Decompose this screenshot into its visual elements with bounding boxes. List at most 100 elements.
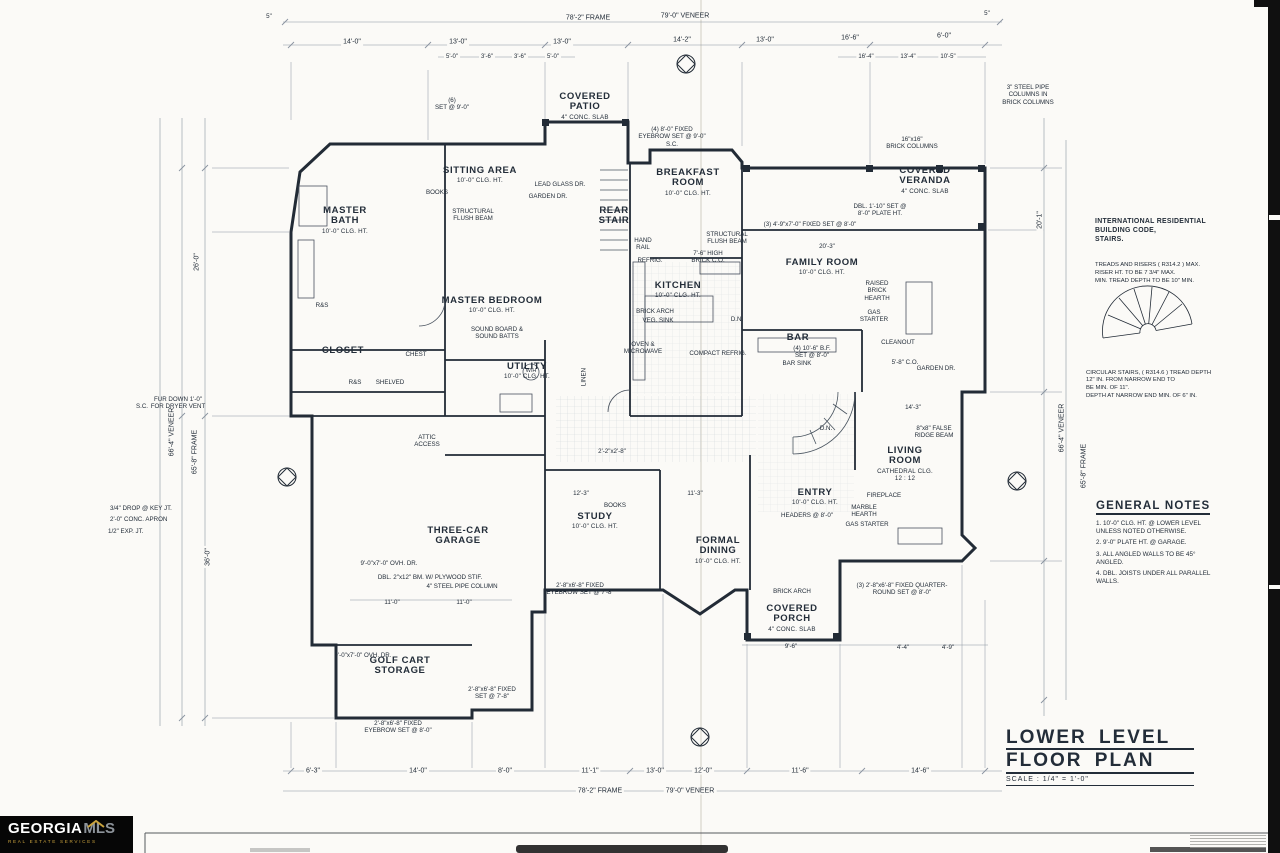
plan-annotation: 8"x8" FALSE RIDGE BEAM [914,425,954,440]
plan-annotation: (3) 4'-9"x7'-0" FIXED SET @ 8'-0" [763,221,857,228]
walls [289,120,987,720]
plan-annotation: 9'-6" [784,643,798,650]
dimension-label: 65'-8" FRAME [1080,441,1088,491]
room-sub: 4" CONC. SLAB [561,113,609,121]
plan-annotation: GARDEN DR. [528,193,568,200]
dimension-label: 66'-4" VENEER [1058,401,1066,455]
code-notes-circular-block: CIRCULAR STAIRS, ( R314.6 ) TREAD DEPTH … [1086,362,1212,408]
room-name: THREE-CAR GARAGE [427,525,489,547]
room-name: LIVING ROOM [887,445,923,467]
room-sub: 10'-0" CLG. HT. [655,292,701,300]
sheet-title-line1: LOWER LEVEL [1006,727,1194,751]
sheet-title-line2: FLOOR PLAN [1006,750,1194,774]
plan-annotation: 4'-9" [941,644,955,651]
dimension-label: 79'-0" VENEER [663,787,717,795]
plan-annotation: COMPACT REFRIG. [689,350,747,357]
plan-annotation: D.N. [819,425,833,432]
dimension-label: 66'-4" VENEER [168,405,176,459]
section-marker-icon [277,54,1027,747]
dimension-label: 5'-0" [444,54,460,60]
room-sub: 10'-0" CLG. HT. [504,373,550,381]
dimension-label: 14'-0" [341,38,363,46]
room-sub: 10'-0" CLG. HT. [469,307,515,315]
code-notes-circular: CIRCULAR STAIRS, ( R314.6 ) TREAD DEPTH … [1086,369,1212,399]
plan-annotation: D.N. [730,316,744,323]
room-name: REAR STAIR [598,205,630,227]
room-three-car-garage: THREE-CAR GARAGE [427,525,489,548]
room-sub: 10'-0" CLG. HT. [665,189,711,197]
plan-annotation: LEAD GLASS DR. [534,181,586,188]
plan-annotation: 3" STEEL PIPE COLUMNS IN BRICK COLUMNS [1002,84,1054,106]
plan-annotation: 4'-4" [896,644,910,651]
room-name: COVERED PORCH [766,603,818,625]
plan-annotation: RAISED BRICK HEARTH [864,280,890,302]
plan-annotation: 11'-0" [384,599,400,606]
dimension-label: 8'-0" [496,767,514,775]
code-notes-treads: TREADS AND RISERS ( R314.2 ) MAX. RISER … [1095,262,1201,284]
general-note: 2. 9'-0" PLATE HT. @ GARAGE. [1096,539,1187,547]
plan-annotation: SOUND BOARD & SOUND BATTS [471,326,523,341]
plan-annotation: S.C. [135,403,149,410]
georgia-mls-logo: GEORGIA MLS REAL ESTATE SERVICES [0,816,133,853]
room-name: BAR [786,332,810,343]
columns [542,119,985,640]
dimension-label: 12'-0" [692,767,714,775]
plan-annotation: 7'-6" HIGH BRICK C.O. [691,250,725,265]
plan-annotation: ATTIC ACCESS [414,434,440,449]
room-sub: 10'-0" CLG. HT. [322,227,368,235]
plan-annotation: HAND RAIL [634,237,652,252]
dimension-label: 13'-0" [447,38,469,46]
room-sub: 10'-0" CLG. HT. [799,269,845,277]
room-name: COVERED VERANDA [899,165,951,187]
plan-annotation: 2'-0" CONC. APRON [110,516,168,523]
dimension-label: 10'-5" [938,54,958,60]
dimension-label: 79'-0" VENEER [658,12,712,20]
plan-annotation: 14'-3" [905,404,921,411]
room-sub: CATHEDRAL CLG. 12 : 12 [877,467,933,482]
plan-annotation: 11'-3" [687,490,703,497]
plan-annotation: STRUCTURAL FLUSH BEAM [452,208,494,223]
room-sub: 10'-0" CLG. HT. [695,557,741,565]
room-name: STUDY [577,511,613,522]
room-name: CLOSET [321,345,365,356]
plan-annotation: BRICK ARCH [773,588,811,595]
dimension-label: 3'-6" [479,54,495,60]
plan-annotation: 3/4" DROP @ KEY JT. [110,505,172,512]
sheet-scale: SCALE : 1/4" = 1'-0" [1006,774,1194,786]
plan-annotation: 9'-0"x7'-0" OVH. DR. [360,560,418,567]
room-name: BREAKFAST ROOM [656,167,720,189]
logo-brand-text: GEORGIA [8,820,83,837]
dimension-label: 65'-8" FRAME [191,427,199,477]
plan-annotation: (3) 2'-8"x6'-8" FIXED QUARTER- ROUND SET… [856,582,948,597]
dimension-label: 3'-6" [512,54,528,60]
plan-annotation: (6) SET @ 9'-0" [435,97,469,112]
plan-annotation: 2'-2"x2'-8" [598,448,626,455]
room-sub: 10'-0" CLG. HT. [457,177,503,185]
dimension-lines [159,18,1067,792]
plan-annotation: BRICK ARCH [636,308,674,315]
plan-annotation: MARBLE HEARTH [851,504,877,519]
code-notes-block: INTERNATIONAL RESIDENTIAL BUILDING CODE,… [1095,210,1221,293]
plan-annotation: 20'-3" [819,243,835,250]
dimension-label: 11'-1" [579,767,601,775]
plan-annotation: 9'-0"x7'-0" OVH. DR. [334,652,392,659]
plan-annotation: BOOKS [425,189,449,196]
plan-annotation: VEG. SINK [642,317,674,324]
plan-annotation: FUR DOWN 1'-0" FOR DRYER VENT [150,396,206,411]
room-name: MASTER BEDROOM [441,295,543,306]
plan-annotation: SHELVED [375,379,405,386]
room-rear-stair: REAR STAIR [598,205,630,228]
dimension-label: 36'-0" [204,546,212,568]
fine-print-illegible [1190,835,1266,850]
plan-annotation: (4) 10'-6" B.F. SET @ 8'-0" [793,345,831,360]
plan-annotation: REFRIG. [637,257,663,264]
